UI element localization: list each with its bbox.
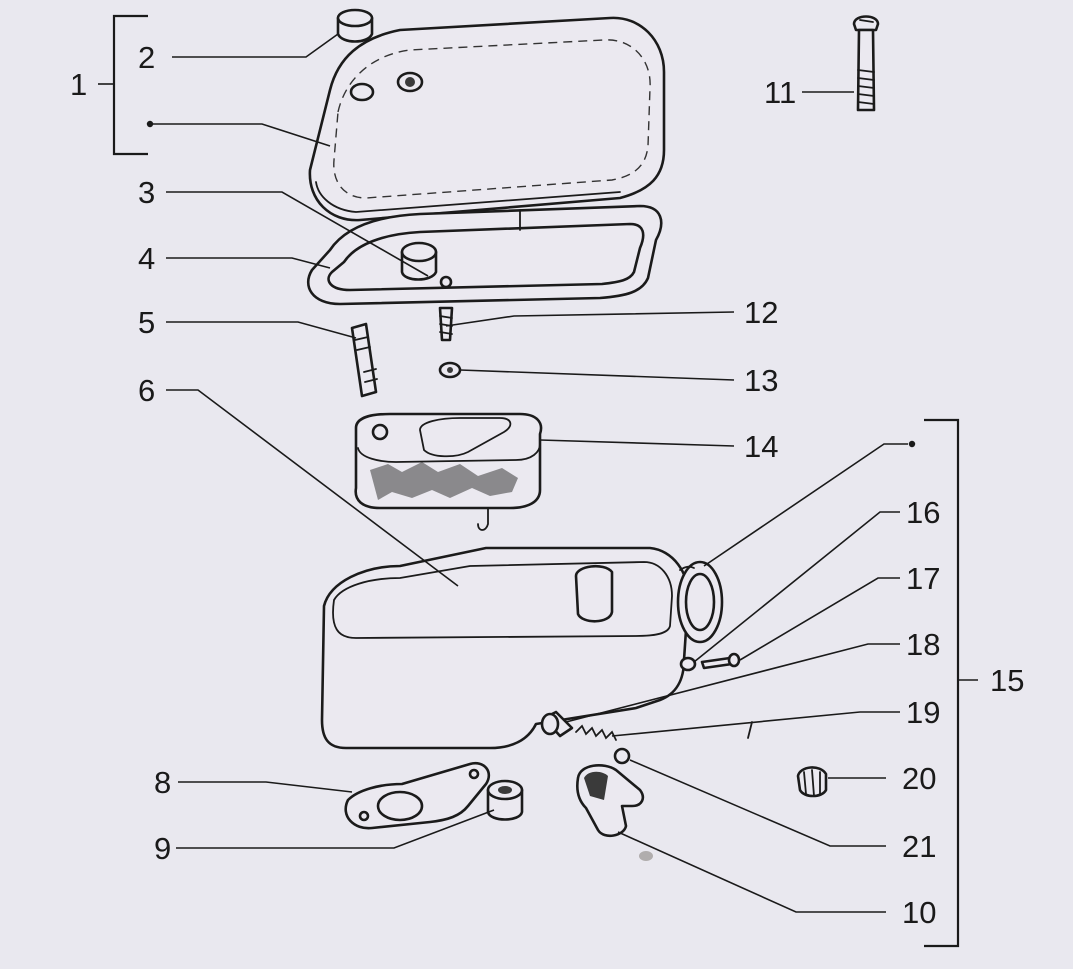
part-spring bbox=[575, 724, 617, 741]
part-bushing bbox=[400, 241, 453, 289]
callout-5: 5 bbox=[138, 305, 155, 340]
stray-pen-mark bbox=[747, 721, 753, 739]
callout-labels: 1 2 3 4 5 6 8 9 10 11 12 13 14 15 16 17 … bbox=[70, 40, 1024, 930]
callout-13: 13 bbox=[744, 363, 778, 398]
part-bush-9 bbox=[486, 779, 524, 821]
part-housing bbox=[320, 546, 724, 750]
callout-19: 19 bbox=[906, 695, 940, 730]
callout-2: 2 bbox=[138, 40, 155, 75]
callout-10: 10 bbox=[902, 895, 936, 930]
callout-18: 18 bbox=[906, 627, 940, 662]
part-cap bbox=[336, 8, 374, 43]
part-nut-16 bbox=[679, 656, 697, 672]
callout-12: 12 bbox=[744, 295, 778, 330]
callout-4: 4 bbox=[138, 241, 155, 276]
part-drain-valve bbox=[575, 764, 645, 838]
callout-14: 14 bbox=[744, 429, 778, 464]
part-ball bbox=[613, 747, 631, 765]
part-flange-gasket bbox=[344, 761, 491, 830]
part-small-nut bbox=[438, 361, 462, 379]
callout-9: 9 bbox=[154, 831, 171, 866]
bracket-group-15 bbox=[924, 418, 978, 948]
callout-3: 3 bbox=[138, 175, 155, 210]
callout-15: 15 bbox=[990, 663, 1024, 698]
callout-17: 17 bbox=[906, 561, 940, 596]
bracket-group-1 bbox=[98, 14, 148, 156]
part-stud bbox=[350, 322, 378, 398]
callout-1: 1 bbox=[70, 67, 87, 102]
leader-dots bbox=[146, 120, 916, 448]
callout-6: 6 bbox=[138, 373, 155, 408]
ink-smudge bbox=[639, 851, 653, 861]
part-screw-12 bbox=[438, 306, 454, 342]
part-screw-17 bbox=[700, 652, 741, 670]
callout-20: 20 bbox=[902, 761, 936, 796]
part-cap-nut bbox=[796, 766, 828, 798]
part-sleeve bbox=[540, 710, 574, 738]
part-filter-element bbox=[354, 412, 543, 531]
leader-lines bbox=[150, 33, 908, 913]
callout-21: 21 bbox=[902, 829, 936, 864]
part-cover bbox=[308, 16, 666, 222]
callout-8: 8 bbox=[154, 765, 171, 800]
part-long-screw bbox=[852, 15, 880, 112]
callout-11: 11 bbox=[764, 75, 796, 110]
callout-16: 16 bbox=[906, 495, 940, 530]
